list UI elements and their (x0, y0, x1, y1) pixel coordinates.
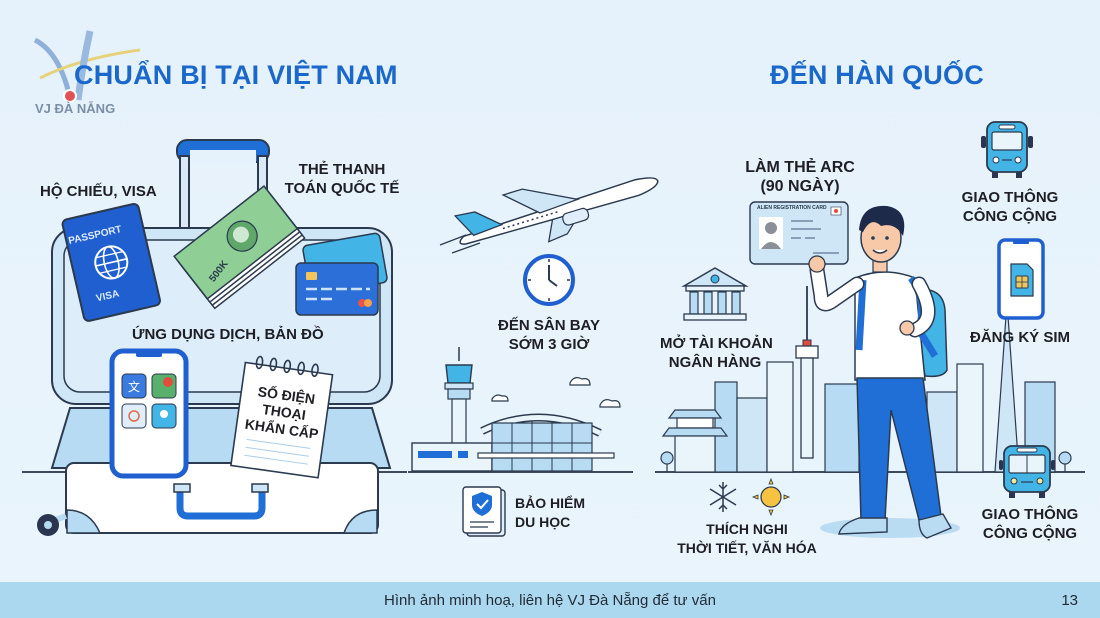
label-arc-card: LÀM THẺ ARC (90 NGÀY) (745, 159, 855, 195)
label-intl-payment-card: THẺ THANH TOÁN QUỐC TẾ (284, 161, 400, 197)
section-title-vietnam: CHUẨN BỊ TẠI VIỆT NAM (74, 60, 398, 90)
label-open-bank-account: MỞ TÀI KHOẢN NGÂN HÀNG (660, 335, 773, 371)
student-with-backpack-icon (808, 205, 960, 539)
label-arrive-airport-early: ĐẾN SÂN BAY SỚM 3 GIỜ (498, 317, 600, 353)
clock-icon (523, 254, 575, 306)
infographic-canvas: VJ ĐÀ NẴNG CHUẨN BỊ TẠI VIỆT NAM ĐẾN HÀN… (0, 0, 1100, 582)
seoul-skyline-illustration (660, 286, 1072, 473)
bus-icon (999, 445, 1055, 498)
label-translation-map-apps: ỨNG DỤNG DỊCH, BẢN ĐỒ (132, 326, 324, 343)
vj-logo-icon (33, 30, 141, 103)
banknotes-icon (173, 185, 306, 310)
label-study-insurance: BẢO HIỂM DU HỌC (515, 495, 585, 530)
credit-card-icon (295, 232, 388, 316)
label-sim-registration: ĐĂNG KÝ SIM (970, 329, 1071, 346)
sun-icon (751, 477, 791, 517)
page-number: 13 (1061, 592, 1078, 609)
svg-text:文: 文 (128, 379, 140, 394)
airport-terminal-icon (411, 347, 621, 472)
section-title-korea: ĐẾN HÀN QUỐC (770, 60, 984, 90)
label-public-transport-1: GIAO THÔNG CÔNG CỘNG (961, 189, 1059, 225)
footer-bar: Hình ảnh minh hoạ, liên hệ VJ Đà Nẵng để… (0, 582, 1100, 618)
bus-icon (981, 121, 1033, 178)
footer-caption: Hình ảnh minh hoạ, liên hệ VJ Đà Nẵng để… (384, 592, 716, 609)
label-passport-visa: HỘ CHIẾU, VISA (40, 183, 157, 200)
snowflake-icon (709, 482, 737, 512)
airplane-icon (439, 177, 659, 254)
ground-line-airport (408, 471, 633, 473)
arc-card-header: ALIEN REGISTRATION CARD (757, 205, 827, 211)
sim-card-icon (997, 238, 1045, 320)
logo-text: VJ ĐÀ NẴNG (35, 101, 116, 116)
id-card-icon (749, 201, 849, 265)
passport-icon (61, 202, 161, 322)
smartphone-apps-icon: 文 (109, 348, 189, 479)
bank-icon (681, 267, 749, 321)
insurance-document-icon (462, 486, 506, 537)
label-public-transport-2: GIAO THÔNG CÔNG CỘNG (981, 506, 1079, 542)
notepad-icon (229, 355, 334, 479)
label-adapt-weather-culture: THÍCH NGHI THỜI TIẾT, VĂN HÓA (677, 521, 817, 556)
